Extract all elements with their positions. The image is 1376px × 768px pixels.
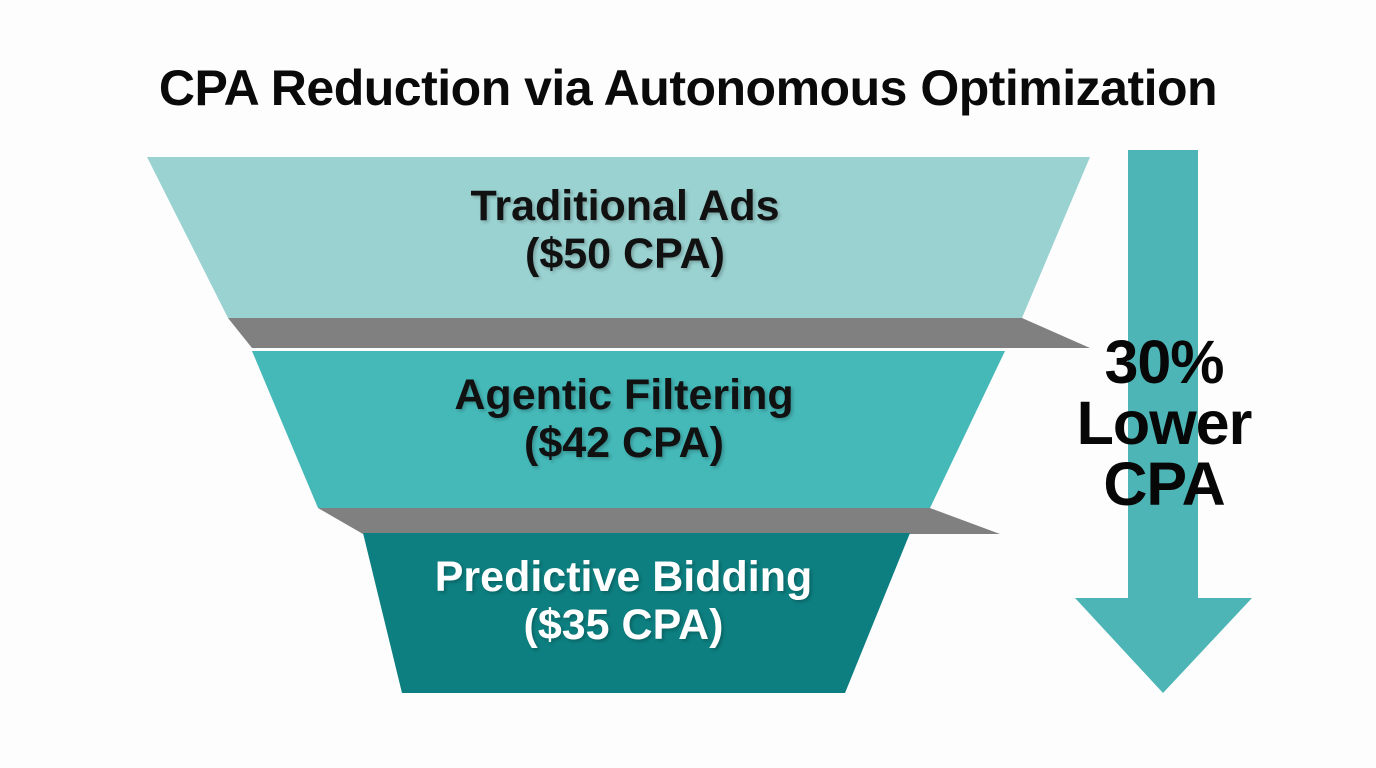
funnel-stage-1[interactable]: [147, 157, 1090, 318]
down-arrow-icon: [1075, 150, 1252, 693]
funnel-stage-2[interactable]: [252, 351, 1005, 508]
funnel-stage-3[interactable]: [363, 533, 910, 693]
stage-shadow-1: [228, 318, 1090, 348]
stage-shadow-2: [318, 508, 1000, 534]
page-title: CPA Reduction via Autonomous Optimizatio…: [158, 60, 1218, 116]
